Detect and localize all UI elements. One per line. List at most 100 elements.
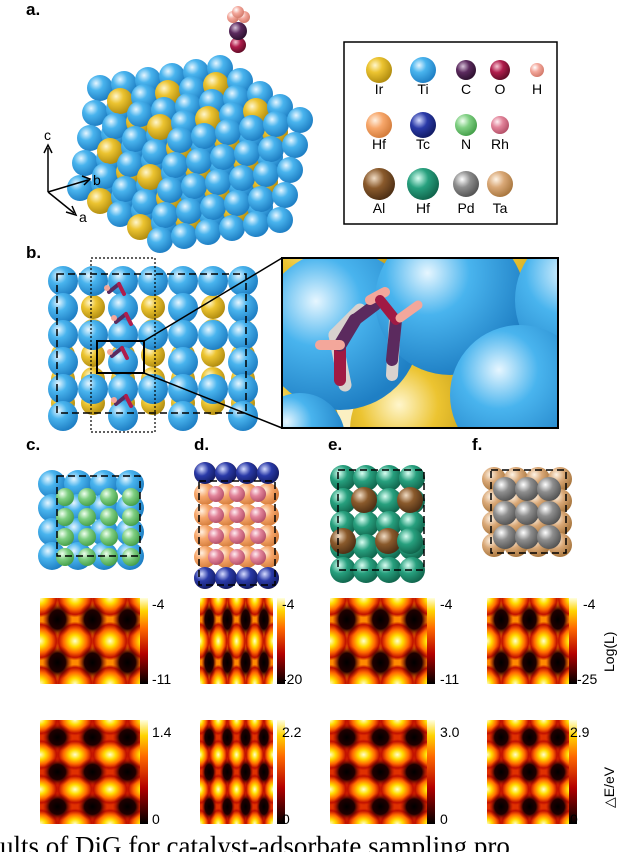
cb-e2-min: 0 [440,811,448,827]
ti-atom [48,401,78,431]
panel-label-c: c. [26,435,40,454]
ti-atom [167,127,193,153]
ti-atom [168,401,198,431]
axis-label-b: b [93,172,101,188]
panel-b-dotted-strip [90,257,156,433]
colorbar-f2 [569,720,577,824]
legend-swatch-ti [410,57,436,83]
heatmap-d1 [200,598,285,684]
heatmap-e2 [330,720,435,824]
ti-atom [48,320,78,350]
rh-atom [250,549,266,565]
colorbar-axis-label-logl: Log(L) [601,632,617,672]
ti-atom [229,165,255,191]
n-atom [100,508,118,526]
ti-atom [277,157,303,183]
n-atom [56,528,74,546]
panel-d-cell [198,480,276,586]
ti-atom [248,186,274,212]
n-atom [56,548,74,566]
ti-atom [198,266,228,296]
cb-f1-max: -4 [583,596,596,612]
legend-swatch-h [530,63,544,77]
colorbar-d1 [277,598,285,684]
axis-label-c: c [44,127,51,143]
panel-c-cell [56,475,141,557]
legend-label-n: N [461,136,471,152]
ti-atom [239,115,265,141]
hf-atom [353,511,379,537]
cb-d2-min: 0 [282,811,290,827]
panel-label-a: a. [26,0,40,19]
pd-atom [493,477,517,501]
ti-atom [198,320,228,350]
rh-atom [208,528,224,544]
ti-atom [48,293,78,323]
rh-atom [229,507,245,523]
cb-f2-min: 0 [570,811,578,827]
panel-a-slab [67,55,313,253]
n-atom [122,528,140,546]
ir-atom [97,138,123,164]
ti-atom [48,374,78,404]
tc-atom [236,567,258,589]
ti-atom [224,190,250,216]
zoom-inset-frame [281,257,559,429]
n-atom [122,508,140,526]
n-atom [78,508,96,526]
pd-atom [515,501,539,525]
axis-label-a: a [79,209,87,225]
legend-label-hf: Hf [372,136,386,152]
tc-atom [215,462,237,484]
rh-atom [229,528,245,544]
ir-atom [141,295,165,319]
figure-caption-fragment: ults of DiG for catalyst-adsorbate sampl… [0,831,510,852]
ir-atom [127,214,153,240]
ti-atom [142,139,168,165]
panel-label-f: f. [472,435,482,454]
ti-atom [138,266,168,296]
heatmap-e1 [330,598,435,684]
legend-label-hf: Hf [416,200,430,216]
legend-swatch-c [456,60,476,80]
ti-atom [176,198,202,224]
ti-atom [253,161,279,187]
heatmap-c1 [40,598,148,684]
ti-atom [112,176,138,202]
ti-atom [181,173,207,199]
legend-swatch-ta [487,171,513,197]
n-atom [100,548,118,566]
colorbar-e2 [427,720,435,824]
ti-atom [108,374,138,404]
ti-atom [138,374,168,404]
colorbar-e1 [427,598,435,684]
tc-atom [194,462,216,484]
cb-c2-min: 0 [152,811,160,827]
rh-atom [208,549,224,565]
hf-atom [399,465,425,491]
ti-atom [200,194,226,220]
rh-atom [229,486,245,502]
pd-atom [493,501,517,525]
tc-atom [236,462,258,484]
panel-a-adsorbate [227,6,250,53]
cb-d1-min: -20 [282,671,302,687]
rh-atom [208,486,224,502]
ti-atom [205,169,231,195]
legend-label-c: C [461,81,471,97]
ti-atom [92,163,118,189]
hf-atom [353,465,379,491]
ti-atom [78,374,108,404]
colorbar-f1 [569,598,577,684]
al-atom [330,528,356,554]
tc-atom [215,567,237,589]
panel-label-e: e. [328,435,342,454]
heatmap-f2 [487,720,577,824]
pd-atom [537,501,561,525]
ti-atom [263,111,289,137]
cb-e2-max: 3.0 [440,724,460,740]
ti-atom [157,177,183,203]
ir-atom [107,88,133,114]
n-atom [122,548,140,566]
